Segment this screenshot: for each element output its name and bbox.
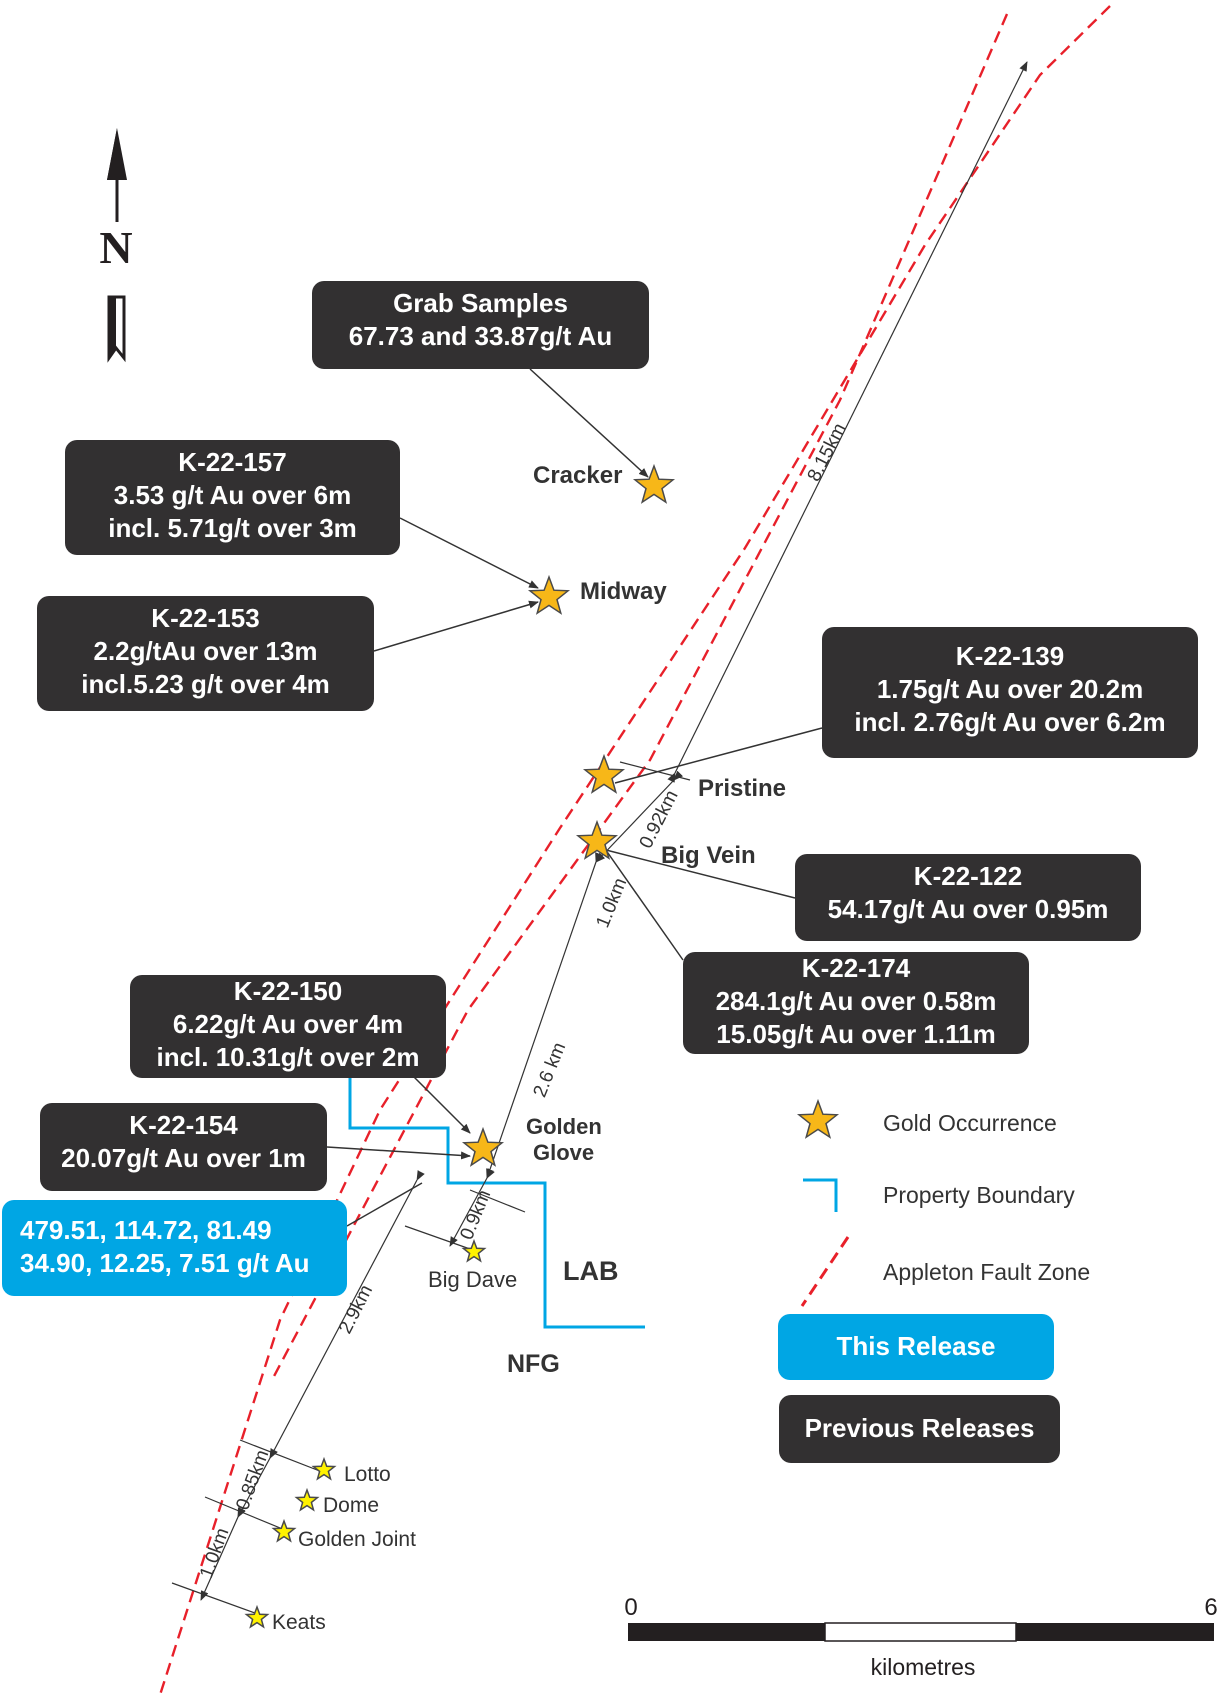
callout-k-22-157: K-22-157 3.53 g/t Au over 6m incl. 5.71g… bbox=[65, 440, 400, 555]
distance-0-85km: 0.85km bbox=[232, 1447, 273, 1513]
legend-this-release-label: This Release bbox=[836, 1331, 996, 1361]
callout-line: K-22-153 bbox=[151, 603, 260, 633]
callout-line: K-22-154 bbox=[129, 1110, 238, 1140]
distance-0-9km: 0.9km bbox=[456, 1187, 495, 1243]
star-icon-midway bbox=[527, 574, 571, 615]
callout-k-22-154: K-22-154 20.07g/t Au over 1m bbox=[40, 1103, 327, 1191]
distance-8-15km: 8.15km bbox=[804, 420, 851, 485]
label-golden-glove-2: Glove bbox=[533, 1140, 594, 1165]
label-midway: Midway bbox=[580, 578, 667, 605]
callout-line: 20.07g/t Au over 1m bbox=[61, 1143, 306, 1173]
label-pristine: Pristine bbox=[698, 775, 786, 802]
legend-this-release: This Release bbox=[778, 1314, 1054, 1380]
label-keats: Keats bbox=[272, 1611, 326, 1634]
star-icon-golden-glove bbox=[461, 1126, 505, 1167]
north-label: N bbox=[99, 222, 132, 273]
scale-bar: 0 6 kilometres bbox=[624, 1594, 1217, 1680]
fault-lines bbox=[158, 5, 1111, 1696]
callout-k-22-153: K-22-153 2.2g/tAu over 13m incl.5.23 g/t… bbox=[37, 596, 374, 711]
star-icon-golden-joint bbox=[271, 1518, 297, 1543]
callout-k-22-174: K-22-174 284.1g/t Au over 0.58m 15.05g/t… bbox=[683, 952, 1029, 1054]
callout-line: K-22-122 bbox=[913, 861, 1023, 891]
star-icon-keats bbox=[244, 1604, 270, 1629]
callout-line: K-22-174 bbox=[801, 953, 911, 983]
legend-boundary-label: Property Boundary bbox=[883, 1182, 1075, 1208]
scale-max: 6 bbox=[1204, 1594, 1217, 1621]
label-golden-glove-1: Golden bbox=[526, 1114, 602, 1139]
legend-gold-star-icon bbox=[796, 1098, 840, 1139]
label-big-vein: Big Vein bbox=[661, 842, 756, 869]
callout-k-22-150: K-22-150 6.22g/t Au over 4m incl. 10.31g… bbox=[130, 975, 446, 1078]
scale-unit: kilometres bbox=[871, 1654, 976, 1680]
callout-line: K-22-150 bbox=[233, 976, 343, 1006]
callout-line: Grab Samples bbox=[393, 288, 568, 318]
callout-line: 67.73 and 33.87g/t Au bbox=[348, 321, 613, 351]
label-cracker: Cracker bbox=[533, 462, 622, 489]
callout-this-release-assays: 479.51, 114.72, 81.49 34.90, 12.25, 7.51… bbox=[2, 1200, 347, 1296]
distance-1-0km-upper: 1.0km bbox=[592, 875, 631, 931]
callout-line: incl. 10.31g/t over 2m bbox=[156, 1042, 420, 1072]
fault-line-upper bbox=[270, 13, 1009, 1381]
callout-line: incl.5.23 g/t over 4m bbox=[81, 669, 330, 699]
fault-line-lower bbox=[158, 5, 1111, 1696]
callout-line: incl. 5.71g/t over 3m bbox=[108, 513, 357, 543]
label-lotto: Lotto bbox=[344, 1463, 391, 1486]
gold-occurrences bbox=[244, 463, 676, 1629]
label-nfg: NFG bbox=[507, 1350, 560, 1378]
legend-boundary-icon bbox=[803, 1178, 838, 1212]
distance-2-6km: 2.6 km bbox=[529, 1040, 570, 1101]
callout-line: K-22-139 bbox=[955, 641, 1065, 671]
legend: Gold Occurrence Property Boundary Applet… bbox=[796, 1098, 1090, 1307]
legend-gold-label: Gold Occurrence bbox=[883, 1110, 1057, 1136]
star-icon-big-dave bbox=[461, 1238, 487, 1263]
callout-line: 479.51, 114.72, 81.49 bbox=[20, 1215, 272, 1245]
callout-line: 34.90, 12.25, 7.51 g/t Au bbox=[20, 1248, 310, 1278]
star-icon-dome bbox=[294, 1487, 320, 1512]
label-big-dave: Big Dave bbox=[428, 1267, 517, 1292]
star-icon-pristine bbox=[582, 753, 626, 794]
callout-k-22-122: K-22-122 54.17g/t Au over 0.95m bbox=[795, 854, 1141, 941]
callout-line: 54.17g/t Au over 0.95m bbox=[827, 894, 1109, 924]
callout-line: 1.75g/t Au over 20.2m bbox=[876, 674, 1144, 704]
star-icon-lotto bbox=[311, 1456, 337, 1481]
distance-1-0km-lower: 1.0km bbox=[196, 1525, 233, 1581]
legend-star-icon bbox=[796, 1098, 840, 1139]
legend-fault-icon bbox=[800, 1236, 850, 1307]
callout-line: 15.05g/t Au over 1.11m bbox=[716, 1019, 996, 1049]
label-lab: LAB bbox=[563, 1256, 619, 1286]
dimension-lines bbox=[171, 61, 1028, 1614]
north-arrow-icon bbox=[107, 128, 127, 363]
callout-k-22-139: K-22-139 1.75g/t Au over 20.2m incl. 2.7… bbox=[822, 627, 1198, 758]
callout-line: 3.53 g/t Au over 6m bbox=[113, 480, 352, 510]
legend-previous-releases: Previous Releases bbox=[779, 1395, 1060, 1463]
star-icon-big-vein bbox=[575, 819, 619, 860]
property-boundary bbox=[348, 1075, 645, 1329]
callout-line: 284.1g/t Au over 0.58m bbox=[715, 986, 997, 1016]
legend-fault-label: Appleton Fault Zone bbox=[883, 1259, 1090, 1285]
callout-line: incl. 2.76g/t Au over 6.2m bbox=[854, 707, 1166, 737]
legend-previous-label: Previous Releases bbox=[804, 1413, 1035, 1443]
callout-line: 2.2g/tAu over 13m bbox=[93, 636, 318, 666]
callout-line: K-22-157 bbox=[178, 447, 287, 477]
scale-min: 0 bbox=[624, 1594, 637, 1621]
callout-grab-samples: Grab Samples 67.73 and 33.87g/t Au bbox=[312, 281, 649, 369]
star-icon-cracker bbox=[632, 463, 676, 504]
label-dome: Dome bbox=[323, 1494, 379, 1517]
label-golden-joint: Golden Joint bbox=[298, 1528, 416, 1551]
callout-line: 6.22g/t Au over 4m bbox=[172, 1009, 404, 1039]
